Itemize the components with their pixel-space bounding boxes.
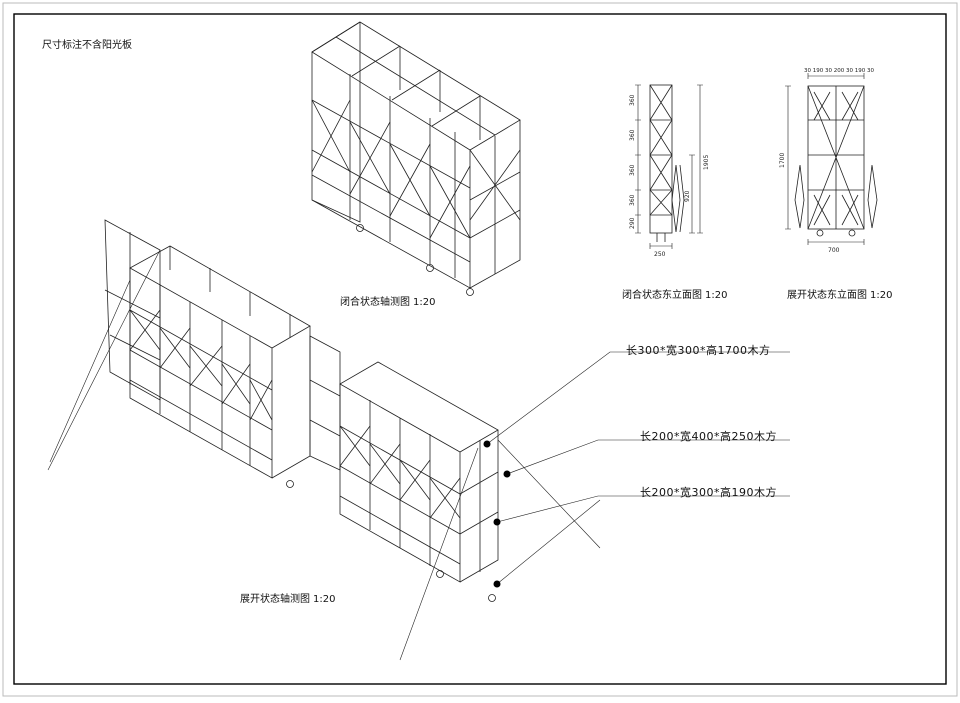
- drawing-note: 尺寸标注不含阳光板: [42, 40, 132, 51]
- dim-open-height: 1700: [779, 153, 786, 168]
- dim-overall-height: 1905: [703, 155, 710, 170]
- open-east-elevation: [785, 73, 878, 245]
- dim-seg-5: 290: [629, 217, 636, 229]
- dim-seg-2: 360: [629, 129, 636, 141]
- caption-scale: 1:20: [313, 594, 336, 605]
- dim-width: 250: [654, 251, 666, 258]
- callout-label-3: 长200*宽300*高190木方: [640, 486, 777, 499]
- dim-seg-3: 360: [629, 164, 636, 176]
- caption-scale: 1:20: [413, 297, 436, 308]
- dim-lower-height: 920: [684, 190, 691, 202]
- callout-dot: [493, 580, 501, 588]
- drawing-frame: [13, 13, 947, 685]
- open-axonometric-view: [47, 219, 601, 661]
- caption-text: 闭合状态东立面图: [622, 290, 702, 301]
- callout-markers: [483, 440, 511, 588]
- dim-open-width: 700: [828, 247, 840, 254]
- callout-dot: [483, 440, 491, 448]
- caption-scale: 1:20: [870, 290, 893, 301]
- closed-axonometric-view: [311, 21, 521, 296]
- callout-leaders: [486, 351, 790, 585]
- callout-label-1: 长300*宽300*高1700木方: [626, 344, 771, 357]
- callout-dot: [503, 470, 511, 478]
- callout-dot: [493, 518, 501, 526]
- caption-text: 闭合状态轴测图: [340, 297, 410, 308]
- caption-text: 展开状态轴测图: [240, 594, 310, 605]
- dim-top-row: 30 190 30 200 30 190 30: [804, 68, 874, 74]
- callout-label-2: 长200*宽400*高250木方: [640, 430, 777, 443]
- dim-seg-1: 360: [629, 94, 636, 106]
- caption-text: 展开状态东立面图: [787, 290, 867, 301]
- closed-east-elevation: [635, 84, 703, 249]
- dim-seg-4: 360: [629, 194, 636, 206]
- caption-scale: 1:20: [705, 290, 728, 301]
